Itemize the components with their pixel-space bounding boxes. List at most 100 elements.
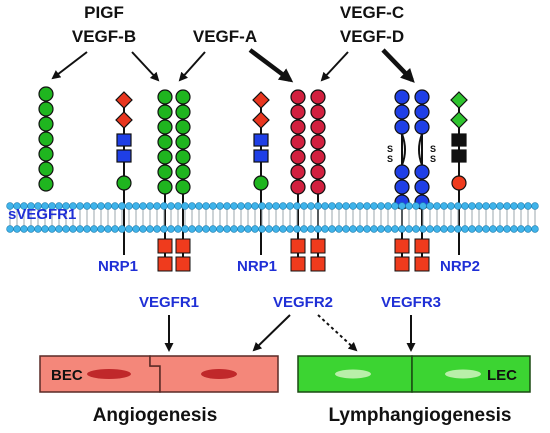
vegfr3-a-linker [401,133,406,166]
lipid-head-inner [279,225,287,233]
kinase-domain-3 [310,238,326,254]
bec-nucleus-left [87,369,131,379]
lipid-head-inner [426,225,434,233]
lipid-head-inner [188,225,196,233]
lipid-head-outer [209,202,217,210]
vegfr3-a-ig-domain [394,104,410,120]
lipid-head-inner [202,225,210,233]
lipid-head-outer [447,202,455,210]
lipid-head-inner [314,225,322,233]
lipid-head-inner [328,225,336,233]
svegfr1-label: sVEGFR1 [8,206,76,223]
cell-membrane [6,202,539,233]
lipid-head-outer [293,202,301,210]
nrp1-mid-fa58c-domain [253,149,269,163]
vegfr2-b-ig-domain [310,104,326,120]
vegfr2-a-ig-domain [290,149,306,165]
nrp1-mid-cub-domain [252,111,270,129]
vegfr1-b-ig-domain [175,149,191,165]
lipid-head-inner [363,225,371,233]
lipid-head-inner [265,225,273,233]
kinase-domain-1 [175,238,191,254]
kinase-domain-2 [290,238,306,254]
kinase-domain-2 [290,256,306,272]
lipid-head-inner [272,225,280,233]
lipid-head-outer [517,202,525,210]
lipid-head-inner [181,225,189,233]
lipid-head-outer [468,202,476,210]
lipid-head-inner [293,225,301,233]
vegfr1-b-ig-domain [175,89,191,105]
vegfr3-label: VEGFR3 [381,294,441,311]
lipid-head-inner [503,225,511,233]
kinase-domains [157,238,430,272]
lipid-head-outer [76,202,84,210]
vegfr1-b-ig-domain [175,119,191,135]
lipid-head-inner [300,225,308,233]
nrp1-mid-label: NRP1 [237,258,277,275]
lipid-head-inner [412,225,420,233]
arrow-vegfa-to-vegfr1 [178,51,206,82]
vegfr3-b-linker [418,133,423,166]
lipid-head-outer [307,202,315,210]
arrow-vegfc-to-vegfr2 [320,51,349,82]
vegfr1-b-ig-domain [175,179,191,195]
lipid-head-inner [461,225,469,233]
vegfr3-b [414,89,430,260]
lipid-head-outer [279,202,287,210]
lipid-head-inner [139,225,147,233]
vegfr1-a-ig-domain [157,164,173,180]
lipid-head-outer [237,202,245,210]
vegfr3-b-ig-domain [414,119,430,135]
vegfr1-label: VEGFR1 [139,294,199,311]
lipid-head-inner [286,225,294,233]
lipid-head-outer [160,202,168,210]
lec-nucleus-right [445,369,481,379]
lipid-head-outer [454,202,462,210]
ligand-vegf-b-label: VEGF-B [72,27,136,46]
svegfr1-ig-domain [38,116,54,132]
nrp2-label: NRP2 [440,258,480,275]
vegfr1-a-ig-domain [157,104,173,120]
lipid-head-outer [118,202,126,210]
lipid-head-inner [468,225,476,233]
bec-label: BEC [51,367,83,384]
lipid-head-inner [370,225,378,233]
lipid-head-outer [265,202,273,210]
kinase-domain-3 [310,256,326,272]
lipid-head-outer [125,202,133,210]
lipid-head-outer [251,202,259,210]
nrp1-left-label: NRP1 [98,258,138,275]
ligand-vegf-c-label: VEGF-C [340,3,404,22]
lipid-head-inner [55,225,63,233]
lipid-head-outer [314,202,322,210]
lipid-head-outer [97,202,105,210]
vegfr2-a-ig-domain [290,104,306,120]
lipid-head-inner [237,225,245,233]
lipid-head-outer [321,202,329,210]
lipid-head-inner [83,225,91,233]
lipid-head-outer [342,202,350,210]
svegfr1-ig-domain [38,101,54,117]
vegfr3-b-ig-domain [414,89,430,105]
lec-nucleus-left [335,369,371,379]
nrp2-fa58c-domain [451,133,467,147]
lipid-head-outer [461,202,469,210]
lipid-head-inner [48,225,56,233]
kinase-domain-4 [394,256,410,272]
svegfr1-ig-domain [38,131,54,147]
vegfr2-b-ig-domain [310,134,326,150]
lipid-head-outer [244,202,252,210]
lipid-head-outer [258,202,266,210]
vegfr1-b-ig-domain [175,134,191,150]
lipid-head-outer [202,202,210,210]
lipid-head-inner [377,225,385,233]
lipid-head-outer [230,202,238,210]
nrp2-cub-domain [450,111,468,129]
lipid-head-inner [167,225,175,233]
nrp1-left [115,91,133,255]
angiogenesis-label: Angiogenesis [93,405,218,426]
vegfr2-a-ig-domain [290,119,306,135]
lipid-head-inner [111,225,119,233]
